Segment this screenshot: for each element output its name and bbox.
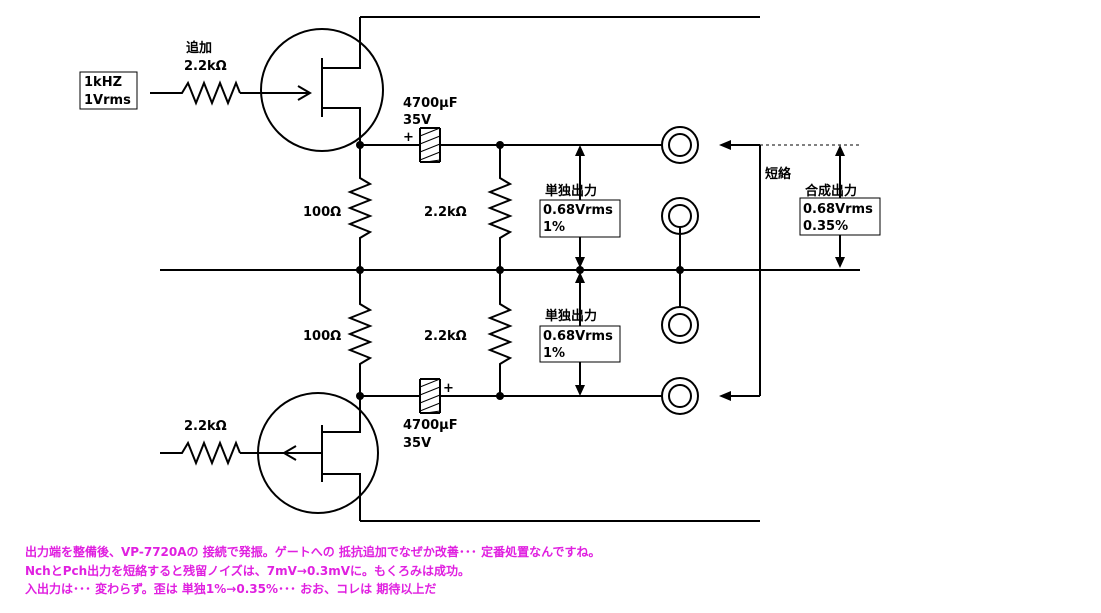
- r-source-top-label: 100Ω: [303, 205, 341, 220]
- combined-title: 合成出力: [805, 183, 857, 199]
- r-input-top-resistor: [150, 80, 241, 106]
- note-line-2: NchとPch出力を短絡すると残留ノイズは、7mV→0.3mVに。もくろみは成功…: [25, 564, 471, 578]
- cap-bottom-voltage: 35V: [403, 436, 431, 451]
- cap-top-voltage: 35V: [403, 113, 431, 128]
- output-jack-top: [661, 126, 699, 164]
- combined-box: [799, 197, 881, 236]
- r-load-top-resistor: [487, 145, 513, 270]
- cap-top-value: 4700μF: [403, 96, 458, 111]
- node-dot: [576, 266, 584, 274]
- r-input-top-label: 2.2kΩ: [184, 59, 227, 74]
- single-out-top-d: 1%: [543, 220, 565, 235]
- r-source-top-resistor: [347, 145, 373, 270]
- input-source-box: [79, 71, 138, 110]
- combined-d: 0.35%: [803, 219, 848, 234]
- single-out-top-box: [539, 199, 621, 238]
- single-out-bottom-box: [539, 325, 621, 363]
- input-box-line2: 1Vrms: [84, 93, 131, 108]
- r-load-bottom-label: 2.2kΩ: [424, 329, 467, 344]
- q1-transistor: [240, 28, 384, 152]
- output-jack-bottom: [661, 377, 699, 415]
- r-source-bottom-label: 100Ω: [303, 329, 341, 344]
- r-load-top-label: 2.2kΩ: [424, 205, 467, 220]
- r-load-bottom-resistor: [487, 270, 513, 396]
- cap-bottom-capacitor: [419, 378, 441, 414]
- note-line-1: 出力端を整備後、VP-7720Aの 接続で発振。ゲートへの 抵抗追加でなぜか改善…: [25, 545, 601, 559]
- single-out-bottom-title: 単独出力: [545, 308, 597, 324]
- cap-top-capacitor: [419, 127, 441, 163]
- output-jack-mid-bottom: [661, 306, 699, 344]
- node-dot: [496, 392, 504, 400]
- short-link: [719, 140, 761, 401]
- short-label: 短絡: [765, 166, 792, 182]
- input-box-line1: 1kHZ: [84, 75, 122, 90]
- single-out-bottom-v: 0.68Vrms: [543, 329, 613, 344]
- q2-transistor: [240, 392, 379, 514]
- single-out-bottom-d: 1%: [543, 346, 565, 361]
- cap-bottom-plus: +: [443, 381, 454, 396]
- combined-v: 0.68Vrms: [803, 202, 873, 217]
- r-input-bottom-resistor: [160, 440, 241, 466]
- single-out-top-v: 0.68Vrms: [543, 203, 613, 218]
- cap-top-plus: +: [403, 130, 414, 145]
- single-out-top-title: 単独出力: [545, 183, 597, 199]
- note-line-3: 入出力は･･･ 変わらず。歪は 単独1%→0.35%･･･ おお、コレは 期待以…: [25, 582, 437, 596]
- added-label: 追加: [186, 40, 212, 56]
- r-input-bottom-label: 2.2kΩ: [184, 419, 227, 434]
- r-source-bottom-resistor: [347, 270, 373, 396]
- cap-bottom-value: 4700μF: [403, 418, 458, 433]
